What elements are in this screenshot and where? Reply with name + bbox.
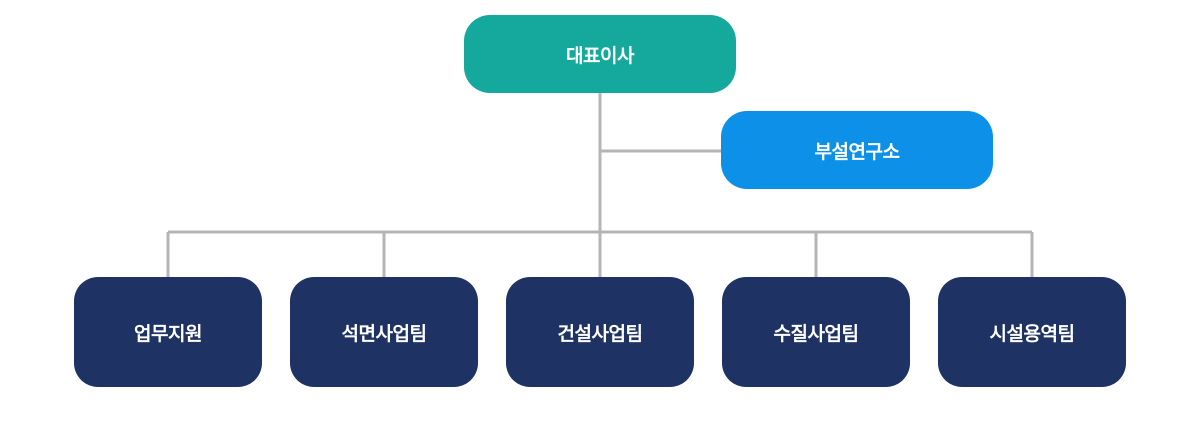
node-team-label: 수질사업팀 xyxy=(773,322,859,345)
node-research-lab: 부설연구소 xyxy=(721,111,993,189)
node-team-label: 건설사업팀 xyxy=(557,322,643,345)
node-team-asbestos: 석면사업팀 xyxy=(290,277,478,387)
node-research-lab-label: 부설연구소 xyxy=(814,140,900,163)
node-ceo: 대표이사 xyxy=(464,15,736,93)
node-team-business-support: 업무지원 xyxy=(74,277,262,387)
node-team-construction: 건설사업팀 xyxy=(506,277,694,387)
node-ceo-label: 대표이사 xyxy=(566,44,634,67)
node-team-water-quality: 수질사업팀 xyxy=(722,277,910,387)
node-team-facility-services: 시설용역팀 xyxy=(938,277,1126,387)
node-team-label: 업무지원 xyxy=(134,322,202,345)
node-team-label: 석면사업팀 xyxy=(341,322,427,345)
node-team-label: 시설용역팀 xyxy=(989,322,1075,345)
